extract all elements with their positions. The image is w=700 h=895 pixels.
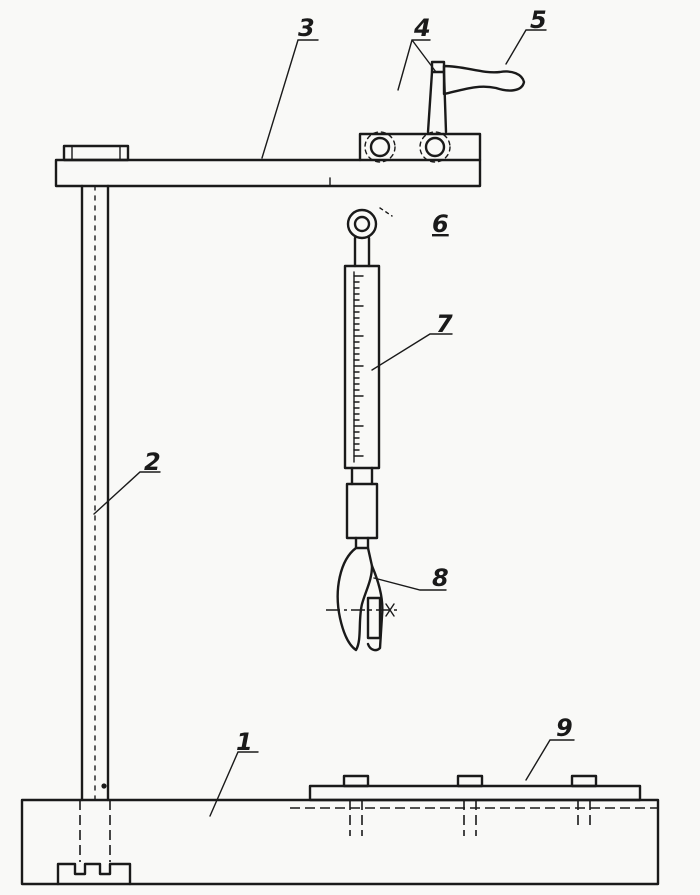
- callout-gripper: 8: [432, 564, 449, 592]
- plate: [290, 774, 658, 836]
- callout-ring: 6: [432, 210, 449, 238]
- spring-scale: [343, 264, 381, 550]
- callout-arm: 3: [298, 14, 315, 42]
- ring: [346, 207, 393, 268]
- column: [80, 184, 110, 802]
- callout-column: 2: [144, 448, 161, 476]
- gripper: [326, 546, 398, 652]
- bolt-2: [456, 774, 484, 836]
- callout-bracket: 4: [413, 14, 431, 42]
- leader-lines: [93, 29, 575, 817]
- callout-spring-scale: 7: [436, 310, 453, 338]
- bracket: [364, 60, 451, 163]
- callout-plate: 9: [556, 714, 573, 742]
- bolt-1: [342, 774, 370, 836]
- callout-base: 1: [236, 728, 253, 756]
- handle: [442, 64, 526, 96]
- callout-handle: 5: [530, 6, 547, 34]
- arm: [54, 132, 482, 188]
- bolt-3: [570, 774, 598, 830]
- base: [20, 798, 660, 886]
- scale-ticks: [353, 275, 364, 457]
